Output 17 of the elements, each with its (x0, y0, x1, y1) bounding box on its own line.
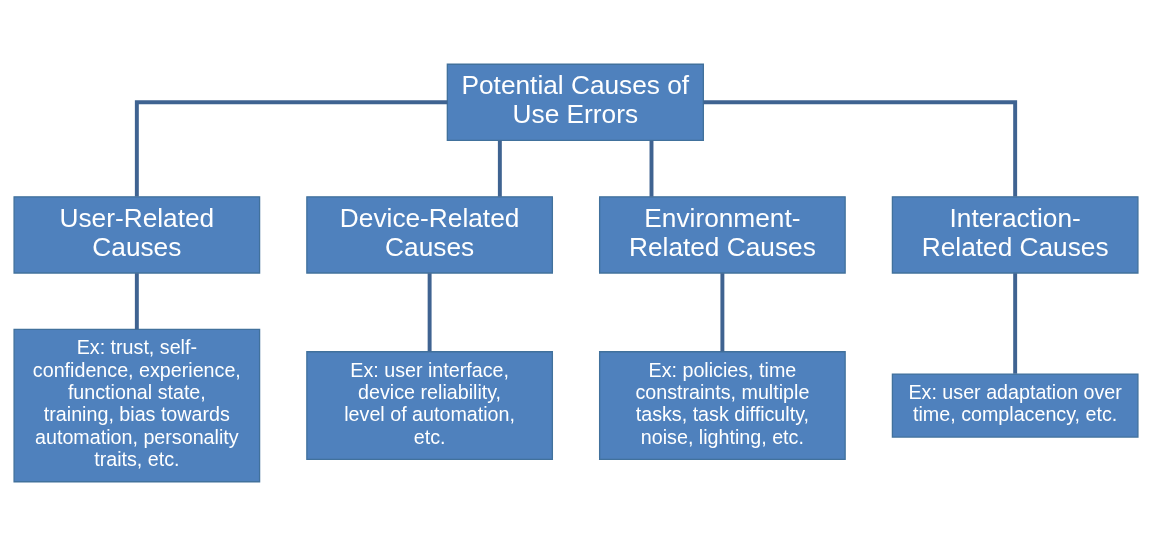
node-box: Ex: policies, time constraints, multiple tasks, task difficulty, noise, lighting, etc. (598, 351, 846, 461)
node-box: Potential Causes of Use Errors (446, 63, 704, 142)
node-box: Ex: user interface, device reliability, level of automation, etc. (306, 351, 554, 461)
connector (1013, 273, 1018, 374)
node-box: Interaction-Related Causes (891, 196, 1139, 274)
connector (649, 140, 654, 197)
node-box: Ex: user adaptation over time, complacency, etc. (891, 373, 1139, 438)
node-box: Ex: trust, self-confidence, experience, functional state, training, bias towards automation, personality traits, etc. (13, 328, 261, 483)
connector (497, 140, 502, 197)
connector (134, 273, 139, 330)
connector (427, 273, 432, 352)
node-box: Environment-Related Causes (598, 196, 846, 274)
connector (703, 100, 1018, 197)
connector (720, 273, 725, 352)
node-box: Device-Related Causes (306, 196, 554, 274)
node-box: User-Related Causes (13, 196, 261, 274)
connector (134, 100, 448, 197)
